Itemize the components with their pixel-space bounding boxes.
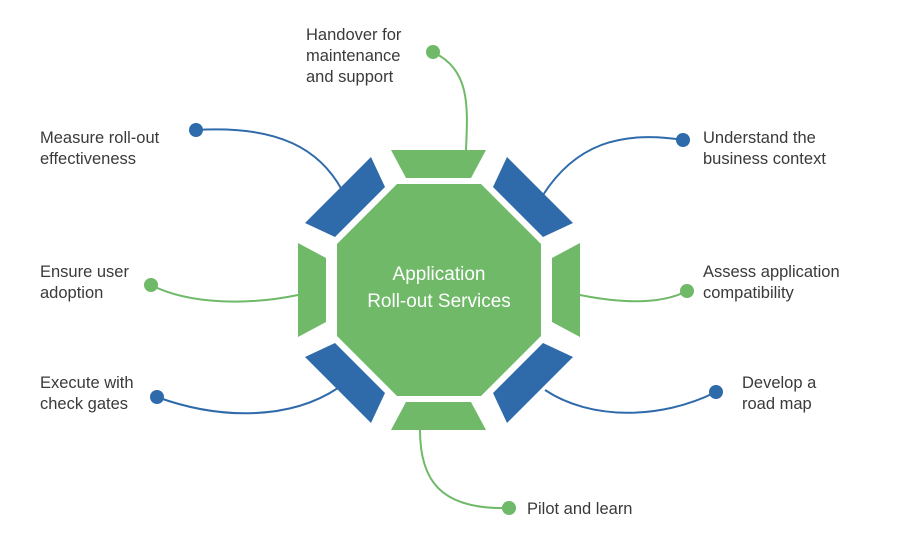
segment-left [298,243,326,337]
segment-bottom [391,402,486,430]
segment-top [391,150,486,178]
label-ensure: Ensure user adoption [40,263,129,302]
center-octagon [337,184,541,396]
label-assess: Assess application compatibility [703,263,840,302]
label-pilot: Pilot and learn [527,500,633,518]
connector-pilot [419,429,510,510]
dot-handover [426,45,440,59]
dot-measure [189,123,203,137]
center-title-line1: Application [393,264,486,285]
connector-understand [542,136,684,196]
label-execute: Execute with check gates [40,374,134,413]
dot-pilot [502,501,516,515]
dot-understand [676,133,690,147]
dot-execute [150,390,164,404]
segment-top-left [305,157,385,237]
connector-develop [544,389,717,414]
connector-ensure [150,284,299,303]
dot-develop [709,385,723,399]
center-title-line2: Roll-out Services [367,291,511,312]
connector-measure [195,128,343,191]
connector-assess [579,290,688,303]
dot-assess [680,284,694,298]
connector-handover [432,51,468,151]
segment-bottom-left [305,343,385,423]
label-develop: Develop a road map [742,374,817,413]
label-understand: Understand the business context [703,129,826,168]
segment-bottom-right [493,343,573,423]
segment-top-right [493,157,573,237]
segment-right [552,243,580,337]
connector-execute [156,387,339,415]
dot-ensure [144,278,158,292]
label-handover: Handover for maintenance and support [306,26,402,86]
label-measure: Measure roll-out effectiveness [40,129,160,168]
